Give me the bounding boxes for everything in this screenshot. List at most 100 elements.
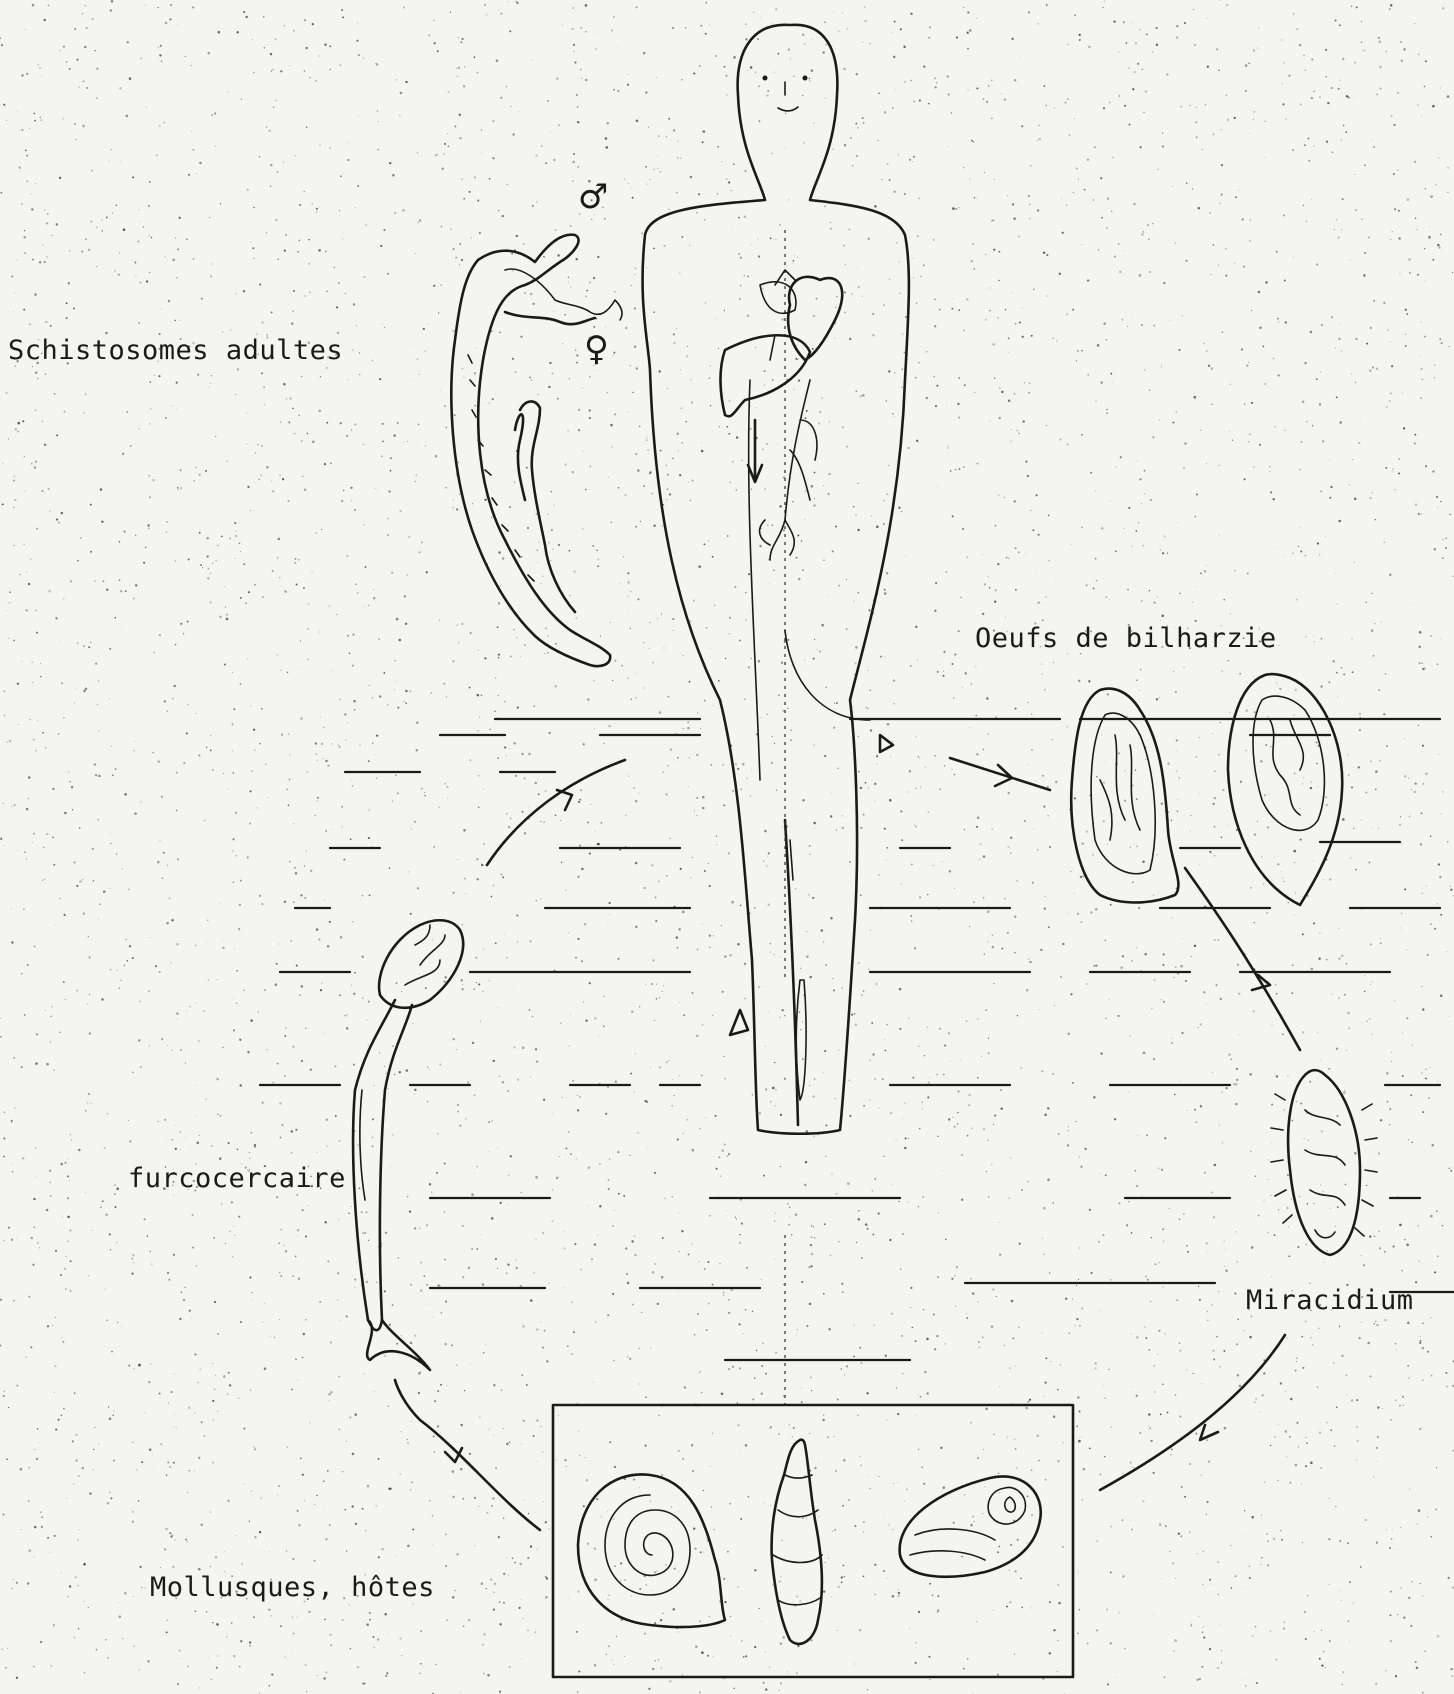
paper-speck	[461, 1424, 463, 1426]
paper-speck	[177, 487, 179, 489]
paper-speck	[755, 347, 756, 348]
paper-speck	[1204, 1172, 1206, 1174]
paper-speck	[1038, 125, 1039, 126]
paper-speck	[780, 1682, 782, 1684]
paper-speck	[78, 1149, 80, 1151]
paper-speck	[77, 990, 78, 991]
paper-speck	[45, 1010, 46, 1011]
paper-speck	[1410, 1625, 1412, 1627]
paper-speck	[483, 788, 484, 789]
paper-speck	[903, 46, 905, 48]
paper-speck	[1341, 229, 1342, 230]
paper-speck	[77, 642, 79, 644]
paper-speck	[1335, 347, 1336, 348]
paper-speck	[282, 478, 284, 480]
paper-speck	[417, 221, 419, 223]
paper-speck	[137, 241, 139, 243]
paper-speck	[458, 462, 459, 463]
paper-speck	[568, 282, 569, 283]
paper-speck	[33, 1198, 35, 1200]
paper-speck	[916, 440, 918, 442]
paper-speck	[1397, 170, 1398, 171]
paper-speck	[1070, 871, 1071, 872]
paper-speck	[1451, 1675, 1453, 1677]
paper-speck	[883, 523, 885, 525]
paper-speck	[161, 796, 163, 798]
paper-speck	[858, 592, 860, 594]
paper-speck	[1304, 362, 1307, 365]
paper-speck	[897, 1595, 900, 1598]
paper-speck	[1245, 90, 1247, 92]
paper-speck	[1122, 1519, 1123, 1520]
paper-speck	[1172, 1038, 1173, 1039]
paper-speck	[771, 23, 772, 24]
paper-speck	[750, 795, 751, 796]
paper-speck	[797, 359, 798, 360]
paper-speck	[1104, 1, 1105, 2]
paper-speck	[751, 488, 752, 489]
paper-speck	[1369, 862, 1371, 864]
paper-speck	[280, 70, 282, 72]
paper-speck	[1252, 119, 1254, 121]
paper-speck	[530, 1076, 531, 1077]
paper-speck	[1010, 1157, 1011, 1158]
paper-speck	[1372, 492, 1373, 493]
paper-speck	[690, 877, 691, 878]
paper-speck	[16, 1238, 17, 1239]
paper-speck	[677, 1138, 679, 1140]
paper-speck	[112, 213, 113, 214]
paper-speck	[659, 1067, 661, 1069]
paper-speck	[484, 4, 486, 6]
paper-speck	[1049, 846, 1051, 848]
paper-speck	[268, 797, 269, 798]
paper-speck	[1009, 1601, 1011, 1603]
paper-speck	[343, 859, 345, 861]
paper-speck	[1351, 6, 1353, 8]
paper-speck	[936, 1335, 938, 1337]
paper-speck	[765, 1088, 767, 1090]
paper-speck	[374, 1085, 375, 1086]
paper-speck	[507, 1090, 509, 1092]
paper-speck	[364, 1273, 365, 1274]
paper-speck	[634, 307, 636, 309]
paper-speck	[650, 1347, 651, 1348]
paper-speck	[1219, 1366, 1221, 1368]
paper-speck	[1124, 770, 1125, 771]
paper-speck	[1296, 1422, 1298, 1424]
paper-speck	[8, 637, 10, 639]
paper-speck	[582, 387, 583, 388]
paper-speck	[1237, 1319, 1238, 1320]
paper-speck	[1090, 911, 1092, 913]
paper-speck	[618, 1193, 620, 1195]
paper-speck	[353, 700, 356, 703]
paper-speck	[570, 287, 571, 288]
paper-speck	[1379, 66, 1382, 69]
paper-speck	[175, 560, 177, 562]
paper-speck	[1420, 1336, 1421, 1337]
paper-speck	[975, 665, 976, 666]
paper-speck	[1308, 160, 1310, 162]
paper-speck	[902, 333, 904, 335]
paper-speck	[1091, 1272, 1093, 1274]
paper-speck	[802, 799, 804, 801]
paper-speck	[770, 1505, 771, 1506]
paper-speck	[1081, 434, 1083, 436]
paper-speck	[1275, 984, 1276, 985]
paper-speck	[1421, 663, 1422, 664]
paper-speck	[21, 1529, 22, 1530]
paper-speck	[862, 42, 863, 43]
paper-speck	[804, 1184, 807, 1187]
paper-speck	[0, 1345, 1, 1347]
paper-speck	[901, 1335, 903, 1337]
paper-speck	[295, 872, 298, 875]
paper-speck	[1037, 209, 1039, 211]
paper-speck	[593, 326, 595, 328]
paper-speck	[461, 178, 463, 180]
paper-speck	[814, 1467, 816, 1469]
paper-speck	[654, 1622, 656, 1624]
paper-speck	[483, 1352, 485, 1354]
paper-speck	[329, 45, 331, 47]
paper-speck	[1298, 1446, 1299, 1447]
paper-speck	[711, 764, 713, 766]
paper-speck	[378, 1458, 380, 1460]
